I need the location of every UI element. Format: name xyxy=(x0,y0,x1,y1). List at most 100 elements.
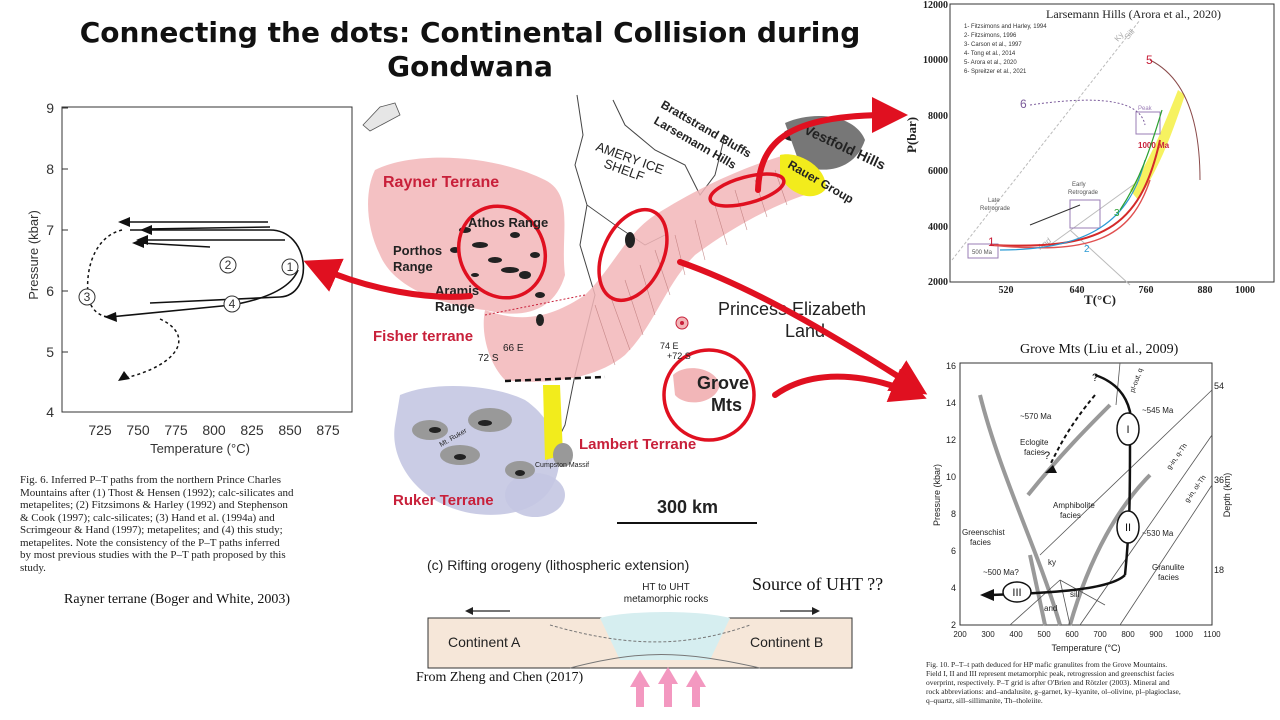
rayner-caption: Fig. 6. Inferred P–T paths from the nort… xyxy=(20,474,360,574)
caption-line: study. xyxy=(20,561,46,574)
y-tick: 7 xyxy=(46,222,54,238)
larsemann-ylabel: P(bar) xyxy=(904,117,919,153)
y-tick: 9 xyxy=(46,100,54,116)
path-label: 3 xyxy=(84,290,91,304)
caption-line: Fig. 6. Inferred P–T paths from the nort… xyxy=(20,474,281,486)
fisher-terrane-area xyxy=(483,155,805,382)
y-tick: 4000 xyxy=(928,222,948,233)
label-6: 6 xyxy=(1020,97,1027,111)
x-tick: 600 xyxy=(1065,630,1079,639)
label-74e: 74 E xyxy=(660,341,679,351)
label-porthos-2: Range xyxy=(393,259,433,274)
legend-item: 1- Fitzsimons and Harley, 1994 xyxy=(964,24,1047,30)
legend-item: 5- Arora et al., 2020 xyxy=(964,60,1017,66)
x-tick: 640 xyxy=(1070,285,1085,296)
y-tick: 10 xyxy=(946,472,956,482)
rift-heading: (c) Rifting orogeny (lithospheric extens… xyxy=(427,557,689,573)
y-tick: 12000 xyxy=(923,0,948,11)
x-tick: 800 xyxy=(202,422,226,438)
y-tick: 12 xyxy=(946,435,956,445)
label-rayner: Rayner Terrane xyxy=(383,174,499,191)
label-2: 2 xyxy=(1084,244,1090,255)
x-tick: 500 xyxy=(1037,630,1051,639)
label-grove-1: Grove xyxy=(697,373,749,393)
x-tick: 1100 xyxy=(1203,630,1221,639)
x-tick: 850 xyxy=(278,422,302,438)
plot-frame xyxy=(61,106,353,413)
label-1: 1 xyxy=(988,235,995,249)
legend-item: 3- Carson et al., 1997 xyxy=(964,42,1022,48)
caption-line: overprint, respectively. P–T grid is aft… xyxy=(926,678,1170,687)
y-tick: 8 xyxy=(951,509,956,519)
age-label: ~500 Ma? xyxy=(983,568,1019,577)
arrow-to-rayner-plot xyxy=(303,258,473,300)
path-label: 4 xyxy=(229,297,236,311)
rift-uplift xyxy=(600,612,730,660)
caption-line: metapelites; (2) Fitzsimons & Harley (19… xyxy=(20,499,288,511)
label-porthos-1: Porthos xyxy=(393,243,442,258)
coastline xyxy=(544,94,596,466)
vestfold-area xyxy=(785,116,865,170)
label-5: 5 xyxy=(1146,53,1153,67)
y-tick: 5 xyxy=(46,344,54,360)
y-tick: 4 xyxy=(46,404,54,420)
facies-eclogite-2: facies xyxy=(1024,448,1045,457)
y-tick: 2000 xyxy=(928,277,948,288)
depth-tick: 54 xyxy=(1214,381,1224,391)
x-axis-label: Temperature (°C) xyxy=(150,441,250,456)
x-tick: 300 xyxy=(981,630,995,639)
label-72s-b: +72 S xyxy=(667,351,691,361)
y-tick: 14 xyxy=(946,398,956,408)
y-tick: 8000 xyxy=(928,111,948,122)
label-grove-2: Mts xyxy=(711,395,742,415)
caption-line: Scrimgeour & Hand (1997); metapelites; a… xyxy=(20,524,283,536)
label-1000ma: 1000 Ma xyxy=(1138,141,1170,150)
caption-line: Mountains after (1) Thost & Hensen (1992… xyxy=(20,486,294,499)
label-3: 3 xyxy=(1114,208,1120,219)
x-axis-ticks: 725 750 775 800 825 850 875 xyxy=(88,422,340,438)
x-tick: 1000 xyxy=(1175,630,1193,639)
field-label: III xyxy=(1012,587,1021,599)
x-tick: 900 xyxy=(1149,630,1163,639)
legend-item: 2- Fitzsimons, 1996 xyxy=(964,33,1017,39)
path-label: 2 xyxy=(225,258,232,272)
facies-green-2: facies xyxy=(970,538,991,547)
y-axis-ticks: 9 8 7 6 5 4 xyxy=(46,100,54,420)
arrow-from-grove xyxy=(772,368,927,403)
x-tick: 775 xyxy=(164,422,188,438)
label-question-1: ? xyxy=(1092,372,1098,384)
caption-line: by most previous studies with the P–T pa… xyxy=(20,549,286,561)
mineral-sill: sill xyxy=(1070,590,1080,599)
label-aramis-2: Range xyxy=(435,299,475,314)
larsemann-xlabel: T(°C) xyxy=(1084,292,1116,307)
lambert-yellow-area xyxy=(543,385,563,460)
rift-diagram: (c) Rifting orogeny (lithospheric extens… xyxy=(427,557,853,707)
larsemann-pt-plot: Larsemann Hills (Arora et al., 2020) P(b… xyxy=(904,0,1275,307)
x-tick: 760 xyxy=(1139,285,1154,296)
x-tick: 725 xyxy=(88,422,112,438)
facies-eclogite-1: Eclogite xyxy=(1020,438,1049,447)
label-72s: 72 S xyxy=(478,353,499,364)
depth-tick: 18 xyxy=(1214,565,1224,575)
x-tick: 875 xyxy=(316,422,340,438)
scale-label: 300 km xyxy=(657,497,718,517)
field-label: I xyxy=(1126,424,1129,436)
facies-granulite-2: facies xyxy=(1158,573,1179,582)
field-label: II xyxy=(1125,522,1131,534)
label-500ma: 500 Ma xyxy=(972,250,993,256)
label-athos: Athos Range xyxy=(468,215,548,230)
y-tick: 10000 xyxy=(923,55,948,66)
pt-path-4 xyxy=(109,304,233,318)
y-tick: 6 xyxy=(46,283,54,299)
x-tick: 800 xyxy=(1121,630,1135,639)
rift-source: From Zheng and Chen (2017) xyxy=(416,670,584,685)
caption-line: Field I, II and III represent metamorphi… xyxy=(926,669,1175,678)
grove-xlabel: Temperature (°C) xyxy=(1051,643,1120,653)
highlight-circles xyxy=(456,172,786,442)
y-tick: 8 xyxy=(46,161,54,177)
label-ruker: Ruker Terrane xyxy=(393,492,494,509)
grove-mts-area xyxy=(673,368,720,403)
grove-header: Grove Mts (Liu et al., 2009) xyxy=(1020,342,1179,357)
rayner-source: Rayner terrane (Boger and White, 2003) xyxy=(64,592,290,607)
